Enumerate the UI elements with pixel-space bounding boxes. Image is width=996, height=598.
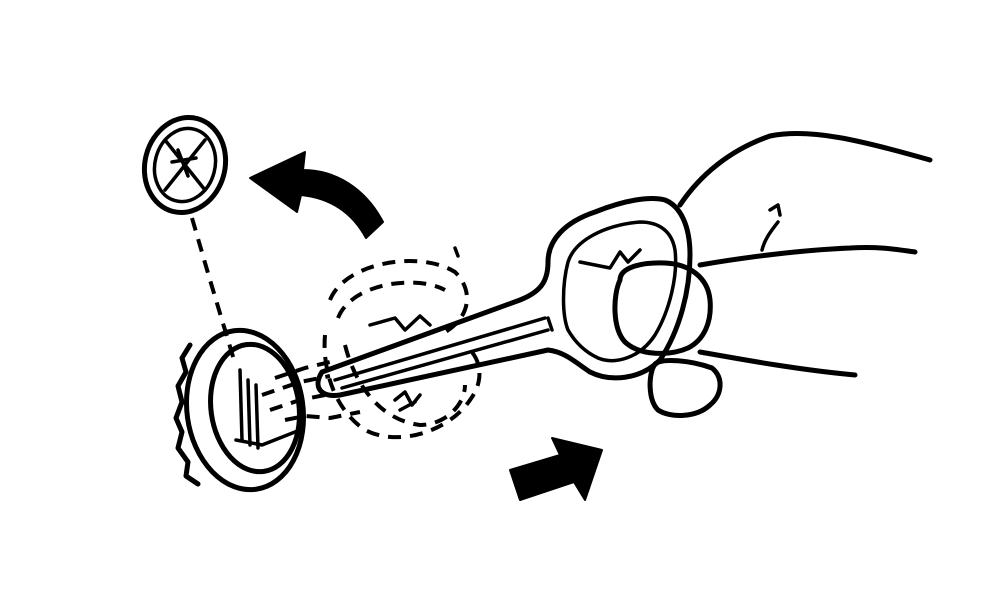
straight-arrow-icon	[509, 437, 603, 501]
stray-mark	[453, 246, 460, 258]
lock-cylinder	[173, 327, 307, 493]
hand	[578, 131, 933, 418]
leader-line	[190, 217, 236, 361]
key	[315, 196, 693, 399]
curved-arrow-icon	[249, 151, 384, 239]
lock-face-icon	[141, 114, 229, 216]
ghost-key	[261, 259, 482, 440]
